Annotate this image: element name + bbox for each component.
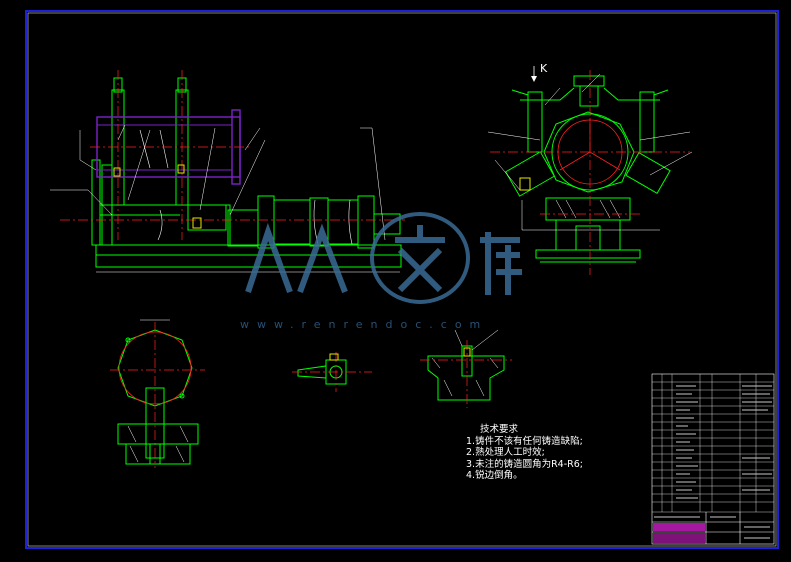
pin-detail-view [292,352,372,392]
technical-notes: 技术要求 1.铸件不该有任何铸造缺陷; 2.熟处理人工时效; 3.未注的铸造圆角… [466,424,583,482]
inner-frame [27,12,777,547]
side-view [487,66,693,275]
notes-heading: 技术要求 [480,424,519,435]
note-item-2: 2.熟处理人工时效; [466,447,545,458]
title-block [651,373,775,545]
front-view [50,70,405,273]
outer-frame [25,10,779,549]
hex-section-view [110,319,205,468]
note-item-3: 3.未注的铸造圆角为R4-R6; [466,458,583,470]
note-item-4: 4.锐边倒角。 [466,470,523,481]
clamp-section-view [420,329,512,408]
note-item-1: 1.铸件不该有任何铸造缺陷; [466,435,583,447]
watermark-logo [245,212,522,304]
watermark-url: www.renrendoc.com [240,318,489,331]
view-label-k: K [540,62,548,75]
